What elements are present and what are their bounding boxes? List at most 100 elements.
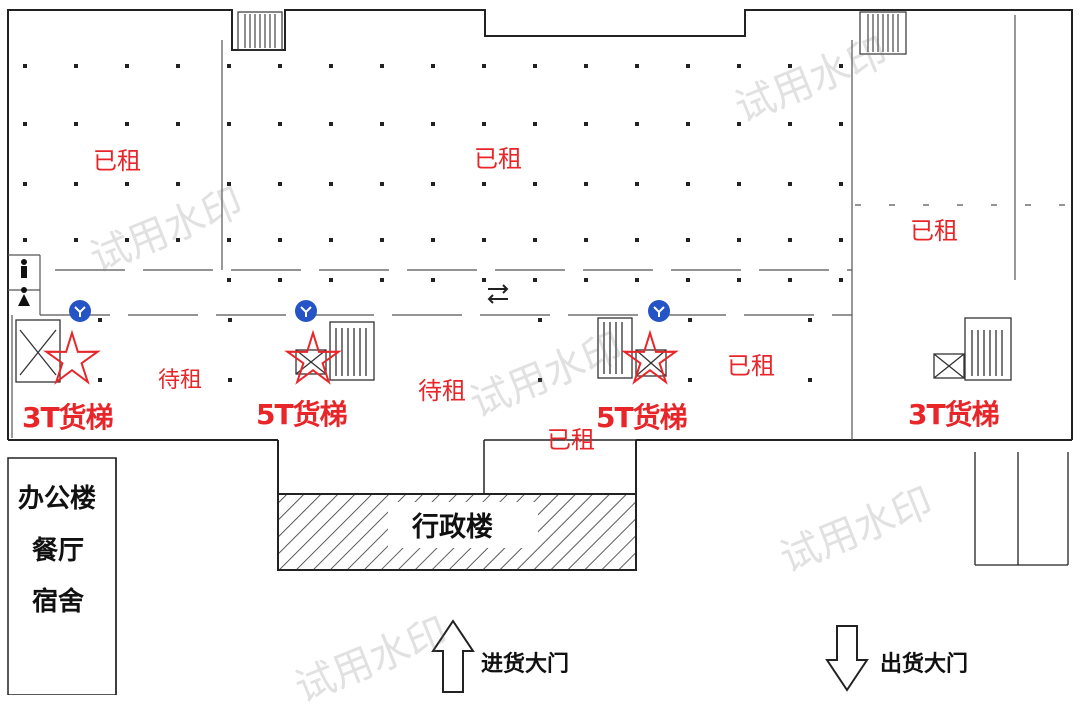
column-marker: [788, 64, 792, 68]
column-marker: [176, 64, 180, 68]
column-marker: [482, 238, 486, 242]
column-marker: [533, 278, 537, 282]
building-label: 宿舍: [32, 587, 85, 617]
column-marker: [538, 378, 542, 382]
column-marker: [584, 64, 588, 68]
column-marker: [329, 238, 333, 242]
admin-building-label: 行政楼: [412, 512, 493, 543]
column-marker: [839, 182, 843, 186]
column-marker: [808, 378, 812, 382]
column-marker: [380, 122, 384, 126]
column-marker: [176, 182, 180, 186]
shaft-4: [933, 317, 1012, 381]
column-marker: [74, 64, 78, 68]
unit-status-label: 已租: [474, 145, 522, 173]
elevator-star-icon: [621, 329, 679, 385]
column-marker: [98, 378, 102, 382]
column-marker: [482, 278, 486, 282]
column-marker: [74, 182, 78, 186]
column-marker: [227, 182, 231, 186]
column-marker: [482, 182, 486, 186]
column-marker: [688, 378, 692, 382]
column-marker: [380, 182, 384, 186]
column-marker: [23, 238, 27, 242]
column-marker: [431, 122, 435, 126]
column-marker: [176, 122, 180, 126]
column-marker: [686, 122, 690, 126]
inbound-arrow-icon: [431, 619, 475, 693]
unit-status-label: 待租: [158, 368, 203, 393]
column-marker: [737, 64, 741, 68]
column-marker: [74, 238, 78, 242]
building-label: 办公楼: [18, 484, 97, 514]
column-marker: [635, 182, 639, 186]
column-marker: [533, 64, 537, 68]
column-marker: [737, 278, 741, 282]
column-marker: [788, 238, 792, 242]
elevator-star-icon: [284, 329, 342, 385]
marker-pin-icon-2: [295, 300, 317, 322]
unit-status-label: 待租: [418, 377, 466, 405]
column-marker: [538, 318, 542, 322]
column-marker: [227, 64, 231, 68]
column-marker: [533, 122, 537, 126]
column-marker: [688, 318, 692, 322]
floor-plan-map: [7, 9, 1073, 695]
elevator-label: 5T货梯: [596, 401, 688, 434]
column-marker: [584, 122, 588, 126]
column-marker: [329, 278, 333, 282]
column-marker: [278, 64, 282, 68]
building-label: 餐厅: [32, 536, 85, 566]
column-marker: [635, 64, 639, 68]
inner-walls: [8, 15, 1072, 440]
column-marker: [839, 122, 843, 126]
column-marker: [533, 182, 537, 186]
column-marker: [98, 318, 102, 322]
building-outline: [7, 9, 1073, 441]
column-marker: [431, 182, 435, 186]
column-marker: [278, 182, 282, 186]
office-block: [7, 457, 117, 695]
column-marker: [788, 122, 792, 126]
column-marker: [431, 238, 435, 242]
elevator-label: 5T货梯: [256, 398, 348, 431]
marker-pin-icon-3: [648, 300, 670, 322]
column-marker: [227, 278, 231, 282]
right-lower-block: [974, 452, 1069, 566]
column-marker: [482, 122, 486, 126]
column-marker: [329, 182, 333, 186]
column-marker: [278, 278, 282, 282]
column-marker: [431, 64, 435, 68]
column-marker: [125, 238, 129, 242]
column-marker: [686, 64, 690, 68]
column-marker: [737, 122, 741, 126]
column-marker: [788, 278, 792, 282]
shaft-3: [597, 317, 667, 379]
column-marker: [125, 64, 129, 68]
gate-label: 出货大门: [880, 652, 969, 677]
column-marker: [329, 122, 333, 126]
column-marker: [228, 318, 232, 322]
elevator-label: 3T货梯: [22, 401, 114, 434]
unit-status-label: 已租: [547, 426, 595, 454]
restroom-icon: [18, 259, 30, 306]
unit-status-label: 已租: [93, 147, 141, 175]
column-marker: [839, 64, 843, 68]
top-stair-left: [237, 11, 283, 51]
column-marker: [533, 238, 537, 242]
column-marker: [808, 318, 812, 322]
column-marker: [839, 238, 843, 242]
admin-building-label-bg: [388, 502, 538, 548]
marker-pin-icon-1: [69, 300, 91, 322]
column-marker: [839, 278, 843, 282]
column-marker: [278, 122, 282, 126]
column-marker: [329, 64, 333, 68]
column-marker: [584, 238, 588, 242]
elevator-label: 3T货梯: [908, 398, 1000, 431]
column-marker: [686, 278, 690, 282]
unit-status-label: 已租: [910, 217, 958, 245]
column-marker: [635, 122, 639, 126]
column-marker: [737, 238, 741, 242]
column-marker: [278, 238, 282, 242]
two-way-arrow-icon: [487, 284, 509, 304]
